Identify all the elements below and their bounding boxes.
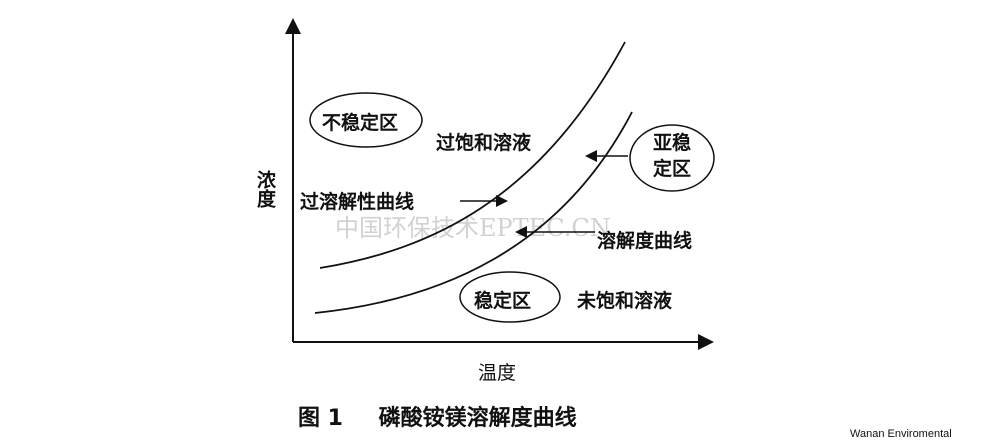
stable-region-ellipse (459, 271, 561, 323)
metastable-region-label: 亚稳定区 (652, 132, 691, 180)
solubility-curve (314, 111, 633, 314)
unstable-region-label: 不稳定区 (322, 112, 399, 134)
stable-region-label: 稳定区 (474, 290, 532, 312)
y-axis-label: 浓度 (254, 170, 276, 208)
supersaturated-label: 过饱和溶液 (436, 132, 532, 154)
credit-text: Wanan Enviromental (850, 428, 952, 440)
metastable-region-ellipse (629, 124, 715, 192)
supersolubility-curve-label: 过溶解性曲线 (300, 191, 415, 213)
solubility-curve-label: 溶解度曲线 (597, 230, 693, 252)
unstable-region-ellipse (309, 92, 423, 148)
unsaturated-label: 未饱和溶液 (577, 290, 673, 312)
caption-title: 磷酸铵镁溶解度曲线 (378, 406, 577, 431)
x-axis-label: 温度 (478, 362, 517, 384)
figure-caption: 图 1 磷酸铵镁溶解度曲线 (298, 400, 577, 432)
watermark: 中国环保技术EPTEC.CN (335, 214, 611, 242)
supersolubility-curve (319, 41, 626, 269)
caption-number: 图 1 (298, 406, 343, 431)
